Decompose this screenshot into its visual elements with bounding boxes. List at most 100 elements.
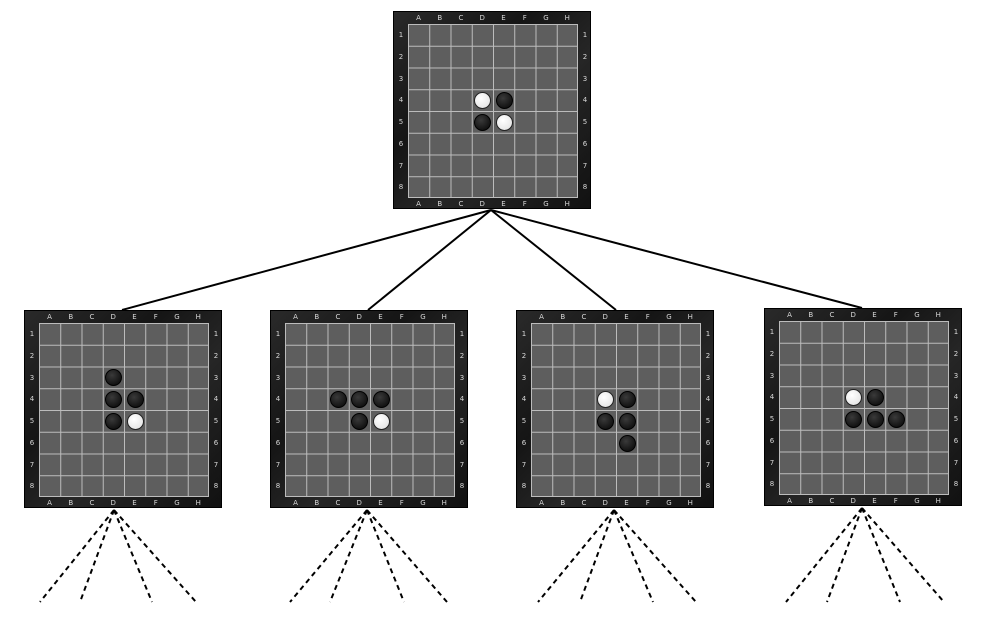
column-label-bottom: E <box>624 499 629 507</box>
row-label-right: 6 <box>953 436 959 445</box>
column-label-bottom: E <box>872 497 877 505</box>
row-label-right: 2 <box>705 351 711 360</box>
row-label-left: 8 <box>398 183 404 192</box>
row-label-left: 3 <box>29 373 35 382</box>
column-label-top: H <box>935 311 941 319</box>
column-label-bottom: B <box>68 499 74 507</box>
row-label-left: 6 <box>769 436 775 445</box>
row-label-right: 2 <box>582 52 588 61</box>
row-label-left: 8 <box>769 480 775 489</box>
white-disc <box>495 113 513 131</box>
row-label-left: 7 <box>275 460 281 469</box>
tree-edge-continuation <box>861 507 901 603</box>
row-label-left: 8 <box>521 482 527 491</box>
row-label-right: 5 <box>953 415 959 423</box>
tree-edge-continuation <box>826 507 863 603</box>
black-disc <box>330 391 348 409</box>
tree-edge-continuation <box>537 509 615 603</box>
black-disc <box>618 412 636 430</box>
column-label-bottom: B <box>437 200 443 208</box>
column-label-top: D <box>110 313 116 321</box>
column-label-bottom: A <box>787 497 792 505</box>
column-label-top: B <box>560 313 566 321</box>
column-label-bottom: G <box>543 200 549 208</box>
row-label-right: 3 <box>953 371 959 380</box>
row-label-left: 5 <box>769 415 775 423</box>
row-label-right: 5 <box>459 417 465 425</box>
tree-edge <box>367 209 492 311</box>
black-disc <box>618 391 636 409</box>
column-label-top: A <box>293 313 298 321</box>
row-label-right: 2 <box>459 351 465 360</box>
column-label-top: G <box>543 14 549 22</box>
row-label-right: 6 <box>582 139 588 148</box>
row-label-right: 6 <box>213 438 219 447</box>
tree-edge-continuation <box>113 509 197 603</box>
column-label-top: E <box>624 313 629 321</box>
black-disc <box>105 412 123 430</box>
row-label-right: 4 <box>705 395 711 404</box>
column-label-bottom: A <box>293 499 298 507</box>
column-label-bottom: C <box>458 200 464 208</box>
row-label-left: 1 <box>275 330 281 338</box>
row-label-left: 8 <box>275 482 281 491</box>
row-label-left: 5 <box>29 417 35 425</box>
black-disc <box>351 391 369 409</box>
white-disc <box>372 412 390 430</box>
tree-edge-continuation <box>113 509 153 603</box>
black-disc <box>372 391 390 409</box>
column-label-bottom: G <box>914 497 920 505</box>
column-label-top: C <box>335 313 341 321</box>
row-label-left: 4 <box>769 393 775 402</box>
black-disc <box>618 434 636 452</box>
column-label-top: A <box>47 313 52 321</box>
column-label-bottom: F <box>153 499 158 507</box>
column-label-top: E <box>132 313 137 321</box>
board-grid <box>285 323 455 497</box>
row-label-right: 1 <box>705 330 711 338</box>
row-label-right: 2 <box>953 349 959 358</box>
column-label-top: A <box>787 311 792 319</box>
column-label-bottom: A <box>47 499 52 507</box>
tree-edge-continuation <box>329 509 368 603</box>
column-label-top: F <box>153 313 158 321</box>
column-label-bottom: G <box>666 499 672 507</box>
tree-edge-continuation <box>579 509 615 603</box>
row-label-left: 3 <box>275 373 281 382</box>
column-label-top: G <box>420 313 426 321</box>
row-label-left: 1 <box>521 330 527 338</box>
white-disc <box>597 391 615 409</box>
column-label-top: H <box>687 313 693 321</box>
column-label-bottom: E <box>501 200 506 208</box>
column-label-bottom: A <box>416 200 421 208</box>
column-label-top: H <box>564 14 570 22</box>
row-label-left: 2 <box>769 349 775 358</box>
column-label-top: A <box>416 14 421 22</box>
row-label-left: 5 <box>398 118 404 126</box>
black-disc <box>866 410 884 428</box>
tree-edge-continuation <box>366 509 405 603</box>
column-label-top: A <box>539 313 544 321</box>
column-label-top: B <box>314 313 320 321</box>
column-label-top: G <box>666 313 672 321</box>
row-label-right: 5 <box>582 118 588 126</box>
row-label-left: 7 <box>521 460 527 469</box>
column-label-top: F <box>522 14 527 22</box>
row-label-left: 2 <box>275 351 281 360</box>
row-label-left: 3 <box>769 371 775 380</box>
board-grid <box>408 24 578 198</box>
column-label-top: B <box>68 313 74 321</box>
row-label-right: 2 <box>213 351 219 360</box>
column-label-top: E <box>378 313 383 321</box>
black-disc <box>495 92 513 110</box>
row-label-right: 5 <box>213 417 219 425</box>
column-label-top: C <box>458 14 464 22</box>
column-label-bottom: H <box>564 200 570 208</box>
column-label-top: F <box>893 311 898 319</box>
tree-edge-continuation <box>79 509 115 603</box>
row-label-right: 3 <box>213 373 219 382</box>
row-label-left: 3 <box>521 373 527 382</box>
row-label-right: 4 <box>213 395 219 404</box>
